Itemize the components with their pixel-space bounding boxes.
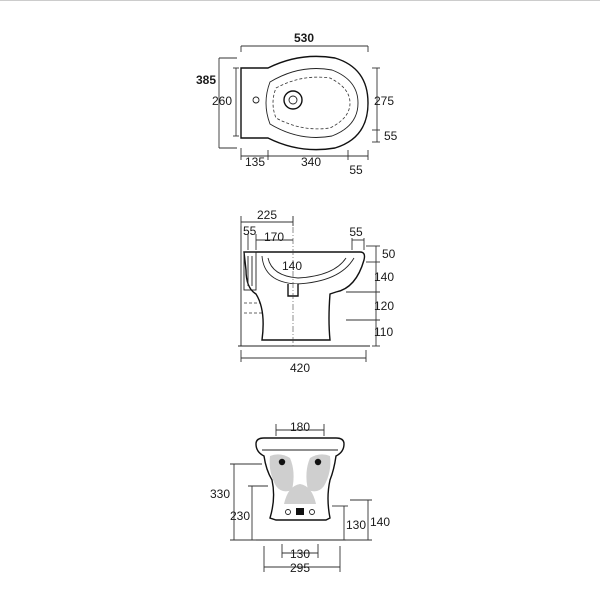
rear-view: 180 330 230 130 140 130 295 <box>210 420 390 575</box>
dim-side-rim-thickness: 50 <box>382 247 396 261</box>
dim-rear-top-width: 180 <box>290 420 310 434</box>
dim-side-axis-to-trap: 170 <box>264 230 284 244</box>
dim-plan-bowl-width: 340 <box>301 155 321 169</box>
dim-rear-base-width: 295 <box>290 561 310 575</box>
side-bowl <box>261 255 355 285</box>
dim-plan-right-offset: 55 <box>349 163 363 177</box>
dim-plan-overall-depth: 385 <box>196 73 216 87</box>
rear-outlet-arch <box>284 484 316 504</box>
dim-side-rim-label: 140 <box>282 259 302 273</box>
dim-side-floor-height: 110 <box>374 325 393 339</box>
plan-drain-outer <box>283 90 303 110</box>
side-body <box>243 251 366 341</box>
dim-plan-left-offset: 135 <box>245 155 265 169</box>
side-wall-block <box>243 251 257 291</box>
dim-rear-inlet-height: 130 <box>346 518 366 532</box>
dim-plan-depth-to-hole: 260 <box>212 94 232 108</box>
dim-rear-base-inner-width: 130 <box>290 547 310 561</box>
dim-side-wall-to-axis: 225 <box>257 208 277 222</box>
plan-tap-hole <box>252 96 260 104</box>
side-view: 225 55 170 55 140 50 140 120 110 420 <box>238 208 396 375</box>
dim-rear-fixing-height: 230 <box>230 509 250 523</box>
plan-outline <box>240 55 369 151</box>
plan-view: 530 385 260 275 55 135 340 55 <box>196 31 398 177</box>
top-border <box>0 0 600 1</box>
rear-left-lobe <box>269 454 294 492</box>
plan-drain-inner <box>288 95 298 105</box>
dim-rear-outlet-height: 140 <box>370 515 390 529</box>
dim-plan-rear-offset: 55 <box>384 129 398 143</box>
rear-fixing-left <box>278 458 286 466</box>
rear-base-fix-right <box>309 509 315 515</box>
rear-right-lobe <box>306 454 331 492</box>
dim-side-outlet-height: 120 <box>374 299 394 313</box>
dim-side-rim-overhang: 55 <box>349 225 363 239</box>
rear-base-fix-left <box>285 509 291 515</box>
dim-plan-bowl-depth: 275 <box>374 94 394 108</box>
dim-side-overall-length: 420 <box>290 361 310 375</box>
dim-side-bowl-height: 140 <box>374 270 394 284</box>
rear-fixing-right <box>314 458 322 466</box>
rear-outlet <box>296 508 304 515</box>
dim-plan-overall-width: 530 <box>294 31 314 45</box>
dim-side-inner-gap: 55 <box>243 224 257 238</box>
plan-bowl-rim <box>265 68 359 138</box>
plan-bowl-inner <box>272 76 351 130</box>
dim-rear-overall-height: 330 <box>210 487 230 501</box>
side-bowl-inner <box>267 257 347 279</box>
